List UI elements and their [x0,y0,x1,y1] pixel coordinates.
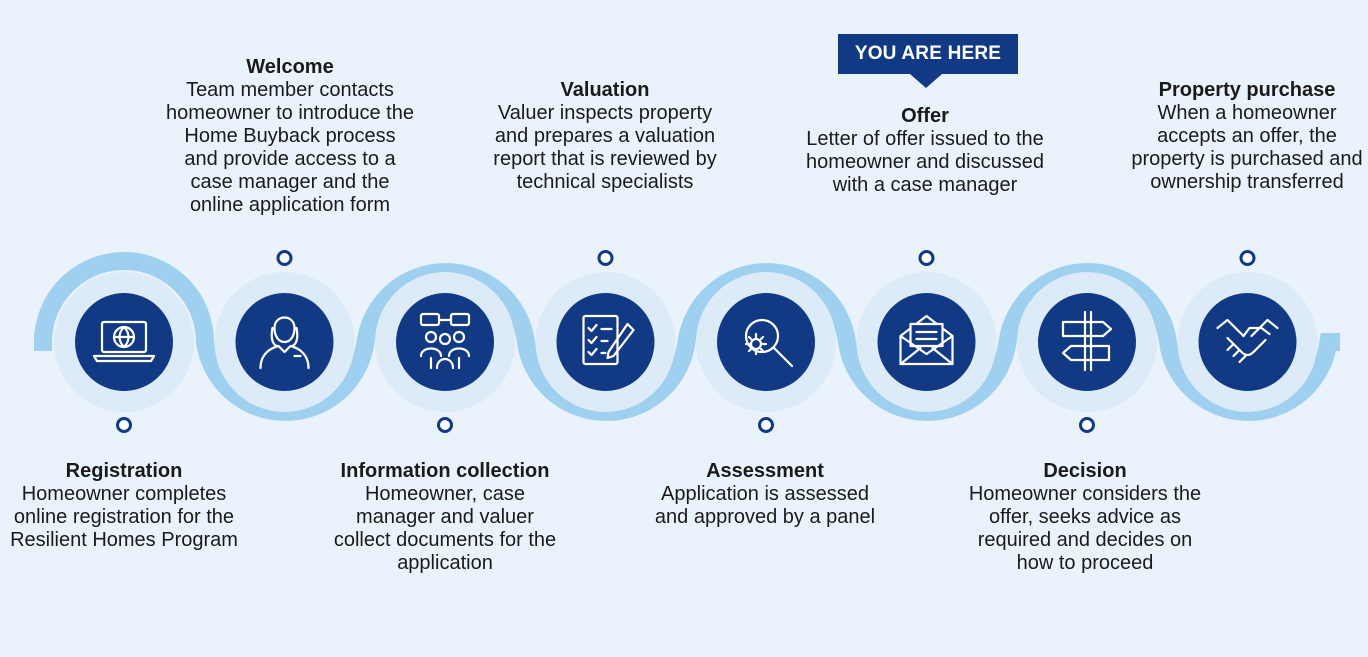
connector-pin [918,250,935,266]
step-node [214,250,355,412]
person-icon [259,316,310,370]
step-description: Application is assessed and approved by … [654,483,876,528]
connector-pin [758,417,774,433]
connector-pin [1239,250,1256,266]
connector-pin [276,250,293,266]
group-discussion-icon [419,312,471,370]
step-title: Property purchase [1158,79,1336,101]
connector-pin [597,250,614,266]
step-description: Homeowner considers the offer, seeks adv… [968,483,1202,574]
signpost-icon [1061,310,1113,372]
step-valuation-label: Valuation Valuer inspects property and p… [485,79,725,194]
connector-pin [437,417,453,433]
step-title: Valuation [560,79,650,101]
step-title: Registration [65,460,183,482]
you-are-here-pointer [910,74,942,88]
step-description: When a homeowner accepts an offer, the p… [1131,102,1363,193]
connector-pin [1079,417,1095,433]
step-title: Information collection [340,460,550,482]
step-badge [1198,293,1297,391]
step-badge [396,293,494,391]
envelope-letter-icon [899,314,954,366]
step-node [856,250,997,412]
handshake-icon [1216,318,1279,364]
step-assessment-label: Assessment Application is assessed and a… [645,460,885,529]
step-title: Offer [901,105,949,127]
step-node [375,272,515,433]
connector-pin [116,417,132,433]
step-node [1177,250,1318,412]
step-node [696,272,836,433]
step-title: Decision [1043,460,1127,482]
step-property-purchase-label: Property purchase When a homeowner accep… [1126,79,1368,194]
step-node [1017,272,1157,433]
step-node [535,250,676,412]
step-description: Homeowner, case manager and valuer colle… [333,483,557,574]
wave-track [34,252,1340,421]
step-welcome-label: Welcome Team member contacts homeowner t… [165,56,415,217]
checklist-pencil-icon [582,314,635,366]
step-description: Homeowner completes online registration … [10,483,238,551]
step-title: Assessment [706,460,824,482]
step-description: Team member contacts homeowner to introd… [166,79,414,216]
step-information-collection-label: Information collection Homeowner, case m… [325,460,565,575]
laptop-globe-icon [92,320,156,363]
step-node [54,272,194,433]
step-description: Letter of offer issued to the homeowner … [806,128,1044,196]
step-badge [717,293,815,391]
step-badge [75,293,173,391]
step-registration-label: Registration Homeowner completes online … [4,460,244,552]
step-badge [1038,293,1136,391]
magnifier-gear-icon [744,318,794,368]
step-decision-label: Decision Homeowner considers the offer, … [960,460,1210,575]
you-are-here-marker: YOU ARE HERE [838,34,1018,74]
step-title: Welcome [246,56,334,78]
step-offer-label: Offer Letter of offer issued to the home… [805,105,1045,197]
step-description: Valuer inspects property and prepares a … [493,102,717,193]
